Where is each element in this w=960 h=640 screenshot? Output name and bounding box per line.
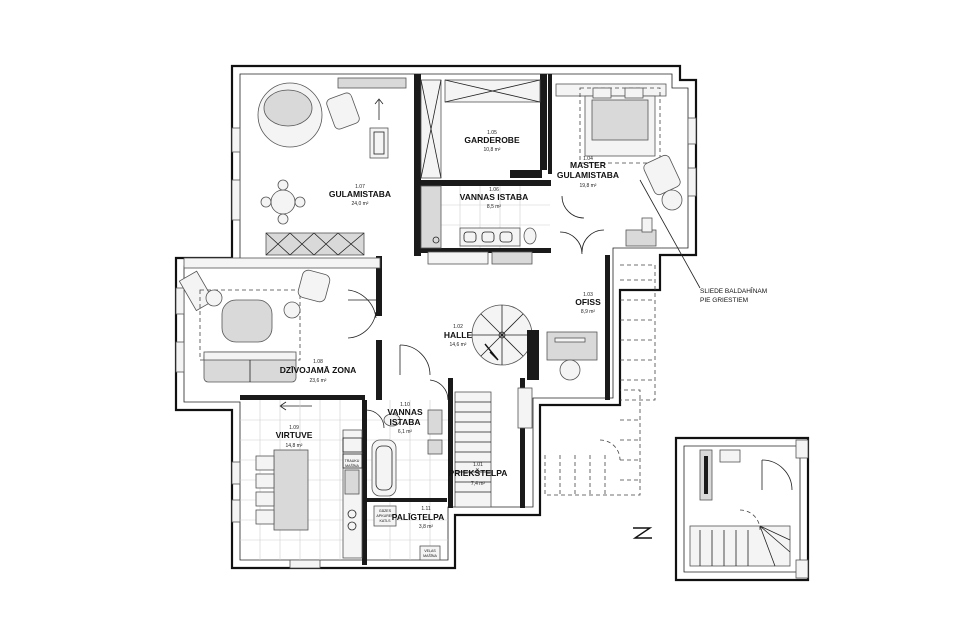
canopy-rail-note: SLIEDE BALDAHĪNAM PIE GRIESTIEM: [700, 287, 767, 304]
svg-text:DZĪVOJAMĀ ZONA: DZĪVOJAMĀ ZONA: [280, 365, 357, 375]
appliance-dishwasher-label: TRAUKU MAŠĪNA: [345, 459, 360, 468]
svg-text:1.07: 1.07: [355, 184, 365, 190]
windows: [175, 117, 697, 569]
annotation-leader: [639, 179, 701, 289]
svg-text:MAŠĪNA: MAŠĪNA: [345, 463, 359, 468]
master-bedroom-furniture: [555, 83, 683, 247]
living-furniture: [178, 257, 381, 411]
svg-text:APKURES: APKURES: [376, 514, 394, 518]
svg-text:14,8 m²: 14,8 m²: [286, 443, 303, 449]
bathroom1-fixtures: [420, 185, 550, 265]
svg-text:19,8 m²: 19,8 m²: [580, 183, 597, 189]
room-label-vannas2: 1.10 VANNAS ISTABA 6,1 m²: [387, 402, 423, 435]
svg-text:1.06: 1.06: [489, 187, 499, 193]
room-label-vannas1: 1.06 VANNAS ISTABA 8,5 m²: [460, 187, 529, 210]
entrance-stair: [454, 387, 533, 508]
svg-text:PRIEKŠTELPA: PRIEKŠTELPA: [449, 467, 508, 478]
svg-text:1.08: 1.08: [313, 359, 323, 365]
svg-text:7,4 m²: 7,4 m²: [471, 481, 486, 487]
svg-text:GARDEROBE: GARDEROBE: [464, 135, 520, 145]
doors: [347, 195, 605, 429]
room-label-ofiss: 1.03 OFISS 8,9 m²: [575, 292, 601, 315]
office: [546, 331, 598, 381]
svg-text:3,8 m²: 3,8 m²: [419, 524, 434, 530]
svg-text:24,0 m²: 24,0 m²: [352, 201, 369, 207]
svg-text:1.10: 1.10: [400, 402, 410, 408]
appliance-washer-label: VEĻAS MAŠĪNA: [423, 549, 437, 558]
spiral-stair: [471, 304, 539, 380]
svg-text:MAŠĪNA: MAŠĪNA: [423, 553, 437, 558]
svg-text:VANNAS: VANNAS: [387, 407, 423, 417]
svg-text:6,1 m²: 6,1 m²: [398, 429, 413, 435]
room-label-prieks: 1.01 PRIEKŠTELPA 7,4 m²: [449, 462, 508, 487]
svg-text:1.11: 1.11: [421, 506, 431, 512]
svg-text:KATLS: KATLS: [379, 519, 391, 523]
room-label-master: 1.04 MASTER GULAMISTABA 19,8 m²: [557, 156, 619, 189]
svg-text:VEĻAS: VEĻAS: [424, 549, 436, 553]
svg-text:MASTER: MASTER: [570, 160, 606, 170]
svg-text:PALĪGTELPA: PALĪGTELPA: [392, 512, 445, 522]
bathroom2-fixtures: [367, 400, 448, 498]
svg-text:TRAUKU: TRAUKU: [345, 459, 360, 463]
room-label-dzivojama: 1.08 DZĪVOJAMĀ ZONA 23,6 m²: [280, 359, 357, 384]
appliance-boiler-label: GĀZES APKURES KATLS: [376, 509, 394, 523]
utility-room: [367, 502, 448, 561]
svg-text:1.03: 1.03: [583, 292, 593, 298]
svg-text:8,5 m²: 8,5 m²: [487, 204, 502, 210]
svg-text:HALLE: HALLE: [444, 330, 473, 340]
room-label-paligtelpa: 1.11 PALĪGTELPA 3,8 m²: [392, 506, 445, 530]
svg-text:SLIEDE BALDAHĪNAM: SLIEDE BALDAHĪNAM: [700, 287, 767, 295]
svg-text:VIRTUVE: VIRTUVE: [276, 430, 313, 440]
svg-text:1.01: 1.01: [473, 462, 483, 468]
room-label-halle: 1.02 HALLE 14,6 m²: [444, 324, 473, 348]
north-arrow: [632, 527, 653, 539]
svg-text:8,9 m²: 8,9 m²: [581, 309, 596, 315]
svg-text:OFISS: OFISS: [575, 297, 601, 307]
svg-text:VANNAS ISTABA: VANNAS ISTABA: [460, 192, 529, 202]
dashed-stairs: [544, 264, 656, 496]
svg-text:GULAMISTABA: GULAMISTABA: [329, 189, 391, 199]
svg-text:1.04: 1.04: [583, 156, 593, 162]
inset-plan: [674, 436, 810, 582]
bedroom-furniture: [257, 77, 407, 256]
svg-text:1.02: 1.02: [453, 324, 463, 330]
svg-text:1.05: 1.05: [487, 130, 497, 136]
svg-text:GĀZES: GĀZES: [379, 509, 392, 513]
svg-text:1.09: 1.09: [289, 425, 299, 431]
svg-text:GULAMISTABA: GULAMISTABA: [557, 170, 619, 180]
svg-text:PIE GRIESTIEM: PIE GRIESTIEM: [700, 297, 748, 304]
wardrobe-furniture: [420, 79, 542, 179]
room-label-virtuve: 1.09 VIRTUVE 14,8 m²: [276, 425, 313, 449]
svg-text:ISTABA: ISTABA: [389, 417, 420, 427]
svg-text:14,6 m²: 14,6 m²: [450, 342, 467, 348]
svg-text:10,8 m²: 10,8 m²: [484, 147, 501, 153]
room-label-garderobe: 1.05 GARDEROBE 10,8 m²: [464, 130, 520, 153]
kitchen: [240, 400, 363, 560]
room-label-gulamistaba: 1.07 GULAMISTABA 24,0 m²: [329, 184, 391, 207]
interior-walls: [240, 74, 610, 565]
svg-text:23,6 m²: 23,6 m²: [310, 378, 327, 384]
